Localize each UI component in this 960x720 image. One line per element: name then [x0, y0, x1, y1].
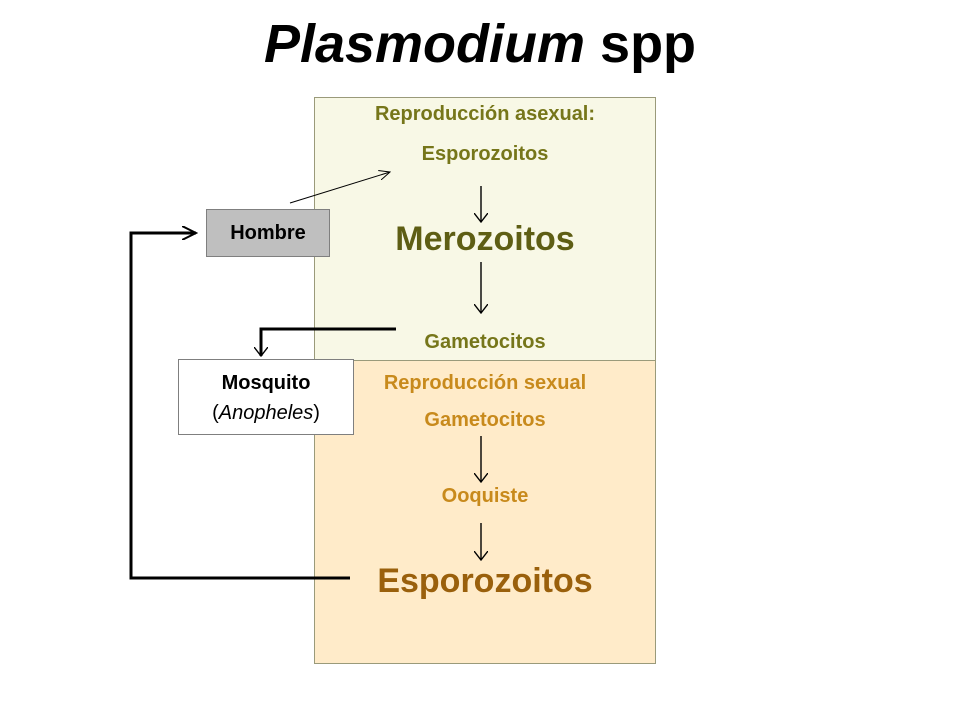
- asexual-reproduction-panel: [314, 97, 656, 361]
- host-human-label: Hombre: [230, 222, 306, 244]
- mosquito-genus-open-paren: (: [212, 402, 219, 424]
- host-mosquito-label: Mosquito: [221, 372, 311, 394]
- host-mosquito-box: Mosquito (Anopheles): [178, 359, 354, 435]
- mosquito-genus-close-paren: ): [313, 402, 320, 424]
- diagram-title: Plasmodium spp: [0, 6, 960, 82]
- host-mosquito-genus: Anopheles: [218, 402, 314, 424]
- title-suffix: spp: [585, 14, 697, 74]
- asexual-heading: Reproducción asexual:: [374, 103, 596, 125]
- sexual-reproduction-panel: [314, 360, 656, 664]
- sexual-stage-sporozoites: Esporozoitos: [377, 562, 593, 600]
- sexual-stage-oocyst: Ooquiste: [441, 485, 529, 507]
- title-genus: Plasmodium: [263, 14, 586, 74]
- asexual-stage-gametocytes: Gametocitos: [424, 331, 546, 353]
- sexual-heading: Reproducción sexual: [383, 372, 587, 394]
- asexual-stage-sporozoites: Esporozoitos: [421, 143, 549, 165]
- sexual-stage-gametocytes: Gametocitos: [424, 409, 546, 431]
- host-human-box: Hombre: [206, 209, 330, 257]
- asexual-stage-merozoites: Merozoitos: [395, 220, 575, 258]
